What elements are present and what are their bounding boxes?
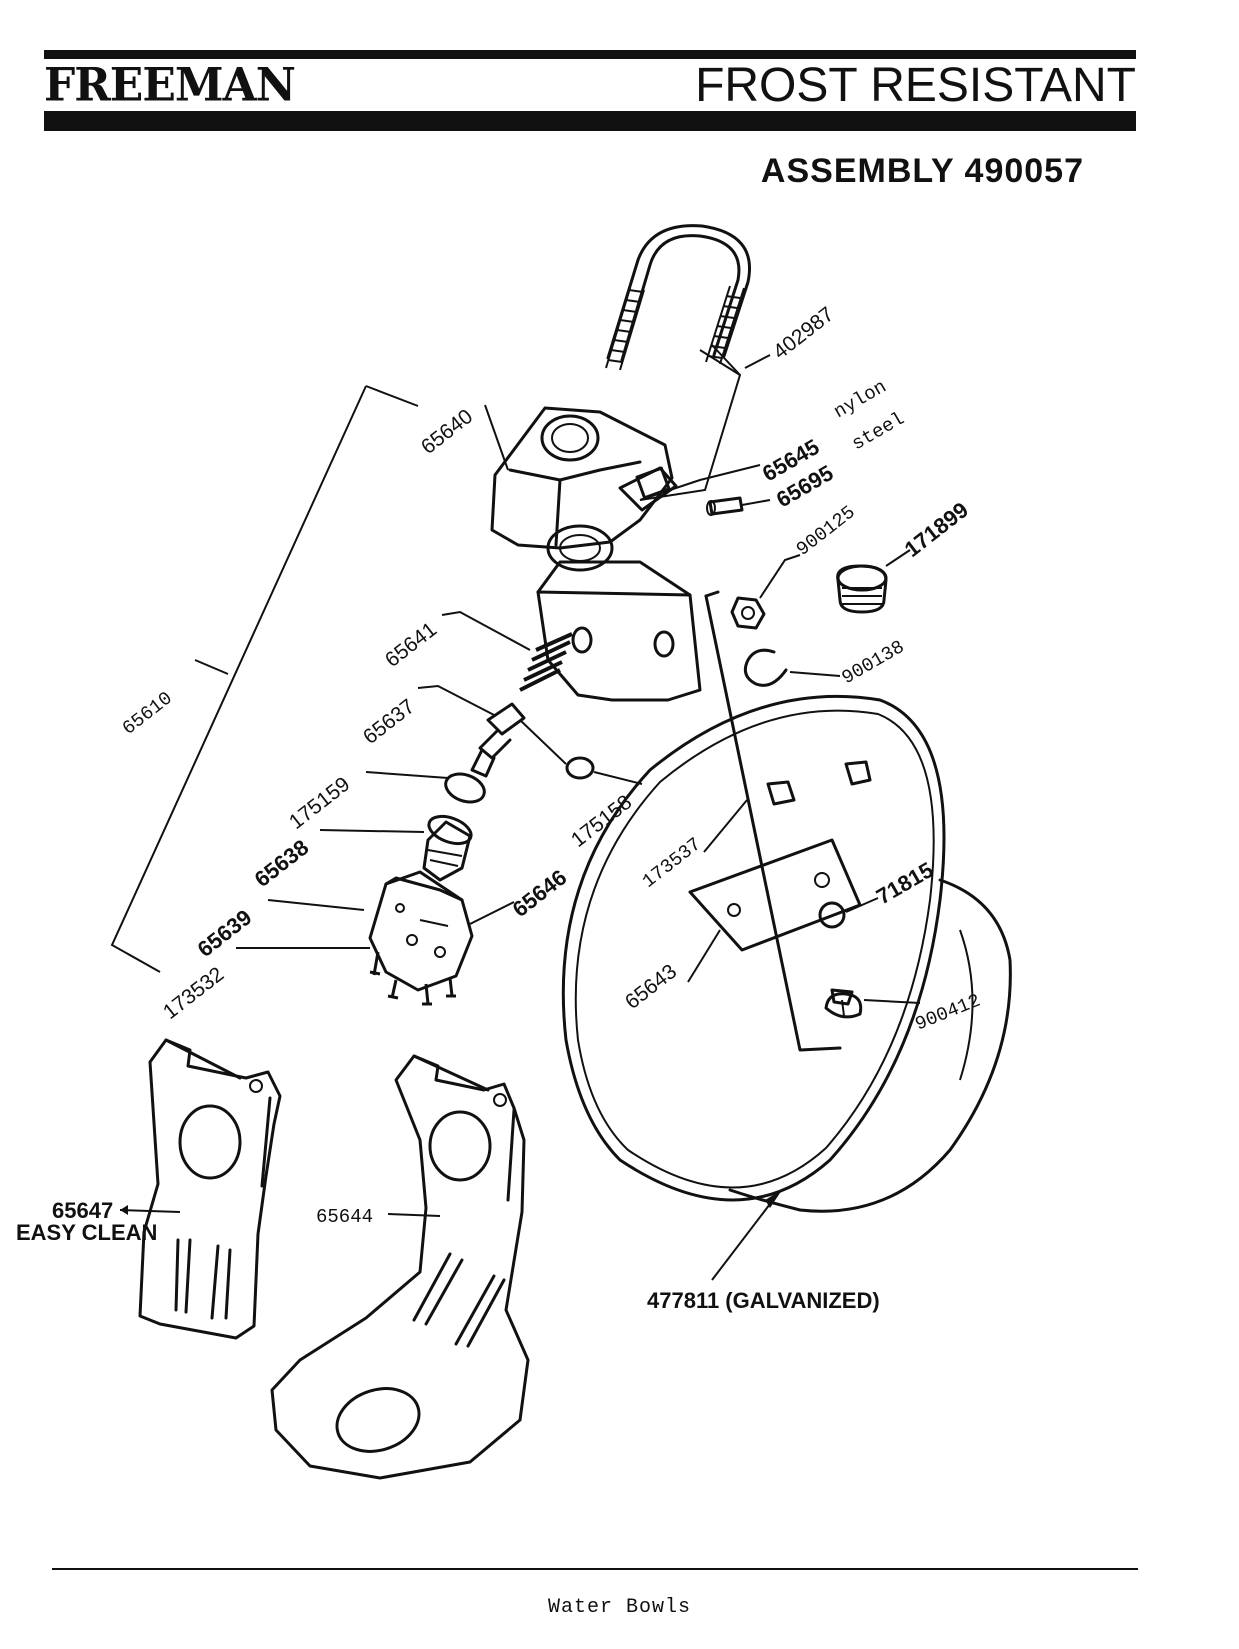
valve-body-65640: [490, 406, 702, 702]
bowl-477811: [561, 590, 1012, 1213]
o-ring-175158: [565, 756, 595, 780]
u-bolt-402987: [605, 224, 751, 371]
header-rule-top: [44, 50, 1136, 59]
label-65640: 65640: [417, 405, 477, 459]
label-173537: 173537: [638, 833, 705, 892]
bracket-65647: [138, 1038, 282, 1340]
pin-65695: [706, 496, 744, 516]
label-173532: 173532: [159, 963, 228, 1024]
label-65647-easy-clean: EASY CLEAN: [16, 1220, 157, 1245]
spring-65641: [519, 632, 573, 692]
snap-ring-900138: [743, 648, 788, 687]
label-65639: 65639: [193, 905, 257, 962]
screws-173532: [369, 951, 456, 1006]
product-title: FROST RESISTANT: [695, 59, 1136, 112]
label-477811: 477811 (GALVANIZED): [647, 1288, 880, 1313]
plunger-65637: [470, 702, 526, 778]
footer-section-title: Water Bowls: [547, 1596, 692, 1619]
o-ring-175159: [444, 772, 486, 804]
label-402987: 402987: [769, 303, 838, 364]
label-65641: 65641: [381, 618, 441, 672]
nut-900125: [730, 596, 766, 630]
header-rule-bottom: [44, 111, 1136, 131]
label-71815: 71815: [872, 857, 937, 909]
label-65646: 65646: [508, 865, 572, 922]
label-900125: 900125: [792, 501, 859, 560]
label-900138: 900138: [838, 636, 908, 689]
valve-housing-65646: [368, 870, 474, 992]
label-65644: 65644: [316, 1206, 373, 1228]
fitting-171899: [836, 564, 888, 614]
assembly-title: ASSEMBLY 490057: [760, 152, 1084, 190]
bracket-65644: [270, 1054, 530, 1480]
label-65610: 65610: [118, 687, 176, 739]
cap-65638: [422, 814, 473, 882]
label-65643: 65643: [621, 960, 681, 1014]
label-171899: 171899: [900, 497, 973, 562]
brand-logo: FREEMAN: [44, 58, 296, 113]
footer-rule: [52, 1568, 1138, 1570]
label-900412: 900412: [912, 990, 984, 1036]
label-65695-steel: steel: [848, 408, 908, 456]
label-175159: 175159: [285, 773, 354, 834]
bracket-65610: [110, 385, 419, 973]
label-65638: 65638: [250, 835, 314, 892]
leader-402987: [639, 344, 742, 501]
label-65637: 65637: [359, 695, 419, 749]
label-65647: 65647: [52, 1198, 113, 1223]
